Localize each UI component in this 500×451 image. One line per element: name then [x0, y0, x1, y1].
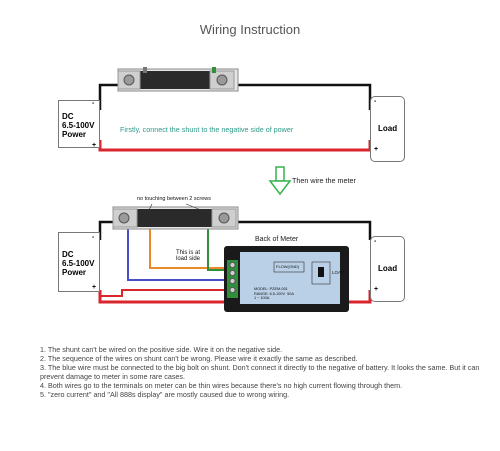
note-2: 2. The sequence of the wires on shunt ca… — [40, 354, 358, 363]
meter-model-label: MODEL: PZEM-051 RANGE: 6.5-100V 50A 1 ~ … — [254, 287, 294, 300]
bottom-load-label: Load — [378, 264, 398, 273]
top-load-label: Load — [378, 124, 398, 133]
green-wire — [207, 228, 226, 271]
no-touch-label: no touching between 2 screws — [137, 196, 211, 202]
bottom-power-label: DC 6.5-100V Power — [62, 250, 95, 277]
top-shunt — [117, 67, 239, 92]
bottom-negative-wire-left — [98, 220, 113, 240]
bottom-load-plus: + — [374, 286, 379, 293]
bolt-icon — [218, 212, 230, 224]
pointer-line — [185, 203, 207, 213]
top-power-label: DC 6.5-100V Power — [62, 112, 95, 139]
bottom-negative-wire-right — [238, 220, 372, 240]
bottom-power-minus: - — [92, 234, 95, 241]
top-load-plus: + — [374, 146, 379, 153]
bolt-icon — [123, 74, 135, 86]
pointer-line — [147, 203, 153, 213]
top-power-minus: - — [92, 100, 95, 107]
bolt-icon — [118, 212, 130, 224]
bolt-icon — [216, 74, 228, 86]
meter — [224, 246, 349, 312]
blue-wire — [127, 228, 226, 281]
note-1: 1. The shunt can't be wired on the posit… — [40, 345, 283, 354]
top-instruction: Firstly, connect the shunt to the negati… — [120, 125, 294, 134]
orange-wire — [149, 228, 226, 269]
meter-caption: Back of Meter — [255, 236, 299, 243]
load-side-label: This is at load side — [176, 250, 201, 262]
bottom-load-box — [370, 236, 405, 302]
bottom-power-plus: + — [92, 284, 97, 291]
meter-display — [240, 252, 340, 304]
arrow-caption: Then wire the meter — [292, 176, 356, 185]
top-load-minus: - — [374, 98, 377, 105]
meter-flow-label: FLOW(GND) — [276, 264, 300, 269]
meter-load-label: LOAD — [332, 270, 345, 275]
note-5: 5. "zero current" and "All 888s display"… — [40, 390, 290, 399]
top-negative-wire-left — [98, 83, 118, 110]
note-4: 4. Both wires go to the terminals on met… — [40, 381, 403, 390]
top-load-box — [370, 96, 405, 162]
bottom-power-box — [58, 232, 100, 292]
top-power-plus: + — [92, 142, 97, 149]
bottom-shunt — [112, 206, 239, 230]
top-power-box — [58, 100, 100, 148]
top-positive-wire — [98, 140, 372, 152]
bottom-load-minus: - — [374, 238, 377, 245]
top-negative-wire-right — [238, 83, 372, 110]
page-title: Wiring Instruction — [199, 22, 301, 37]
note-3: 3. The blue wire must be connected to th… — [40, 363, 480, 381]
meter-positive-wire — [100, 289, 226, 297]
down-arrow-icon — [268, 166, 292, 196]
